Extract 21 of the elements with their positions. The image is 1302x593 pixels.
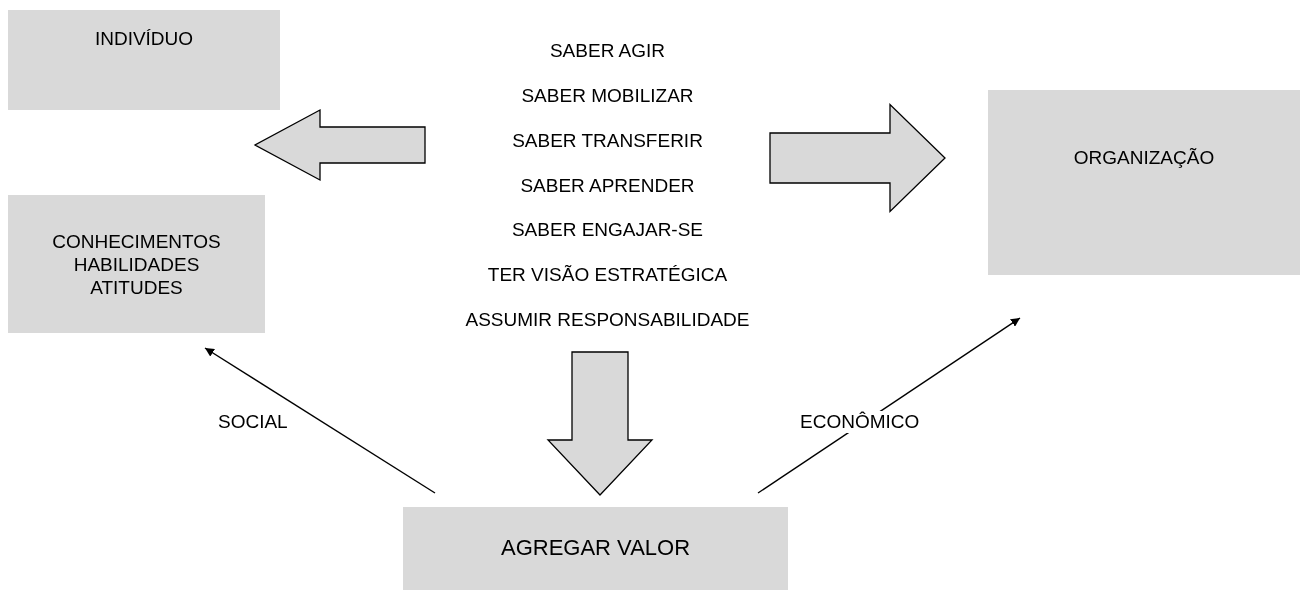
list-item: SABER APRENDER [520, 174, 695, 197]
list-item: SABER ENGAJAR-SE [511, 219, 704, 242]
list-item: SABER MOBILIZAR [521, 84, 694, 107]
block-arrow [546, 351, 654, 496]
list-item: SABER AGIR [549, 40, 666, 62]
block-arrow [769, 102, 946, 214]
box-label: ORGANIZAÇÃO [1073, 147, 1215, 170]
concept-box [988, 90, 1300, 275]
arrow [204, 347, 436, 494]
edge-label: ECONÔMICO [800, 411, 920, 433]
box-label: CONHECIMENTOS HABILIDADES ATITUDES [51, 231, 222, 300]
concept-box [8, 195, 265, 333]
list-item: SABER TRANSFERIR [512, 129, 703, 152]
list-item: TER VISÃO ESTRATÉGICA [487, 264, 728, 287]
box-label: INDIVÍDUO [94, 28, 194, 51]
box-label: AGREGAR VALOR [500, 535, 691, 562]
arrow [757, 317, 1021, 494]
list-item: ASSUMIR RESPONSABILIDADE [465, 309, 750, 331]
block-arrow [253, 108, 426, 182]
concept-box [403, 507, 788, 590]
concept-box [8, 10, 280, 110]
